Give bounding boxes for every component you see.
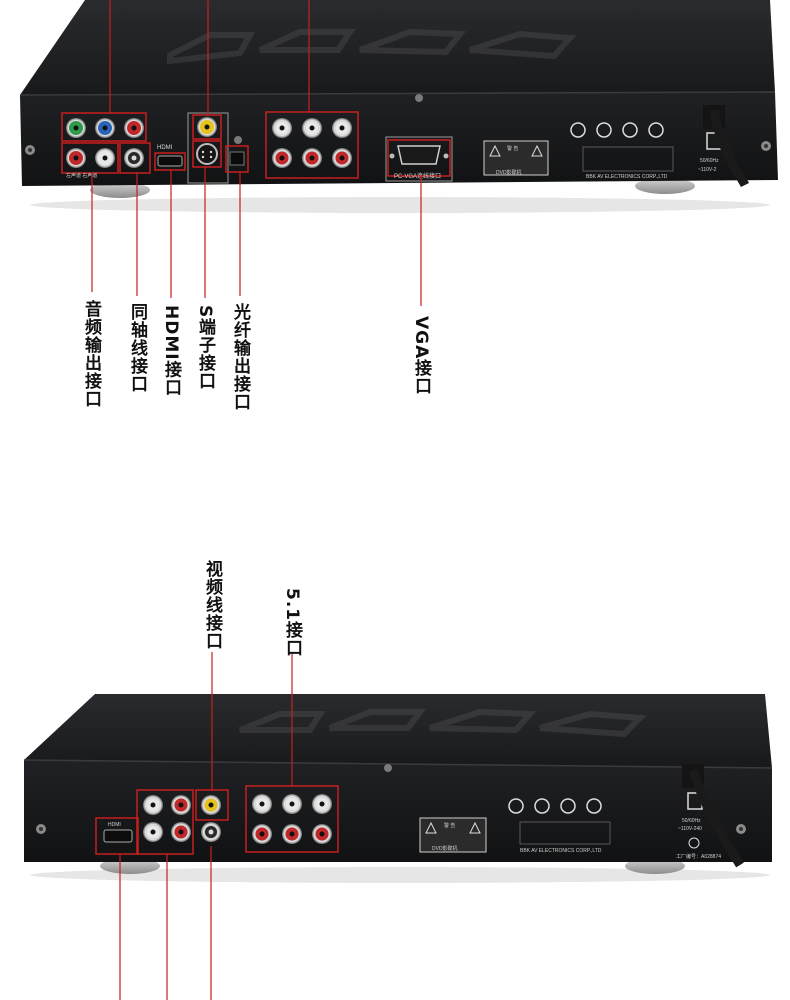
label-optical: 光纤输出接口 xyxy=(230,303,250,411)
label-5-1: 5.1接口 xyxy=(282,588,302,658)
svg-text:HDMI: HDMI xyxy=(157,145,173,151)
svg-text:BBK AV ELECTRONICS CORP.,LTD: BBK AV ELECTRONICS CORP.,LTD xyxy=(586,174,668,180)
svg-text:工厂编号：A028874: 工厂编号：A028874 xyxy=(676,853,721,860)
ccc-icon xyxy=(570,122,586,138)
svg-text:~110V-2: ~110V-2 xyxy=(698,167,717,173)
svg-text:PC-VGA连线接口: PC-VGA连线接口 xyxy=(394,172,441,180)
label-audio-out: 音频输出接口 xyxy=(81,300,101,408)
svg-text:~110V-240: ~110V-240 xyxy=(678,826,702,832)
svg-text:DVD影碟机: DVD影碟机 xyxy=(432,845,458,852)
svg-text:50/60Hz: 50/60Hz xyxy=(682,818,701,824)
svg-text:左声道 右声道: 左声道 右声道 xyxy=(66,172,97,179)
bottom-dvd-player: HDMI 警 告 DVD影碟机 BBK AV ELECTRONICS CORP.… xyxy=(23,694,773,883)
ten-year-icon xyxy=(596,122,612,138)
label-hdmi: HDMI接口 xyxy=(161,305,181,397)
svg-text:警 告: 警 告 xyxy=(507,145,518,152)
svg-text:DVD影碟机: DVD影碟机 xyxy=(496,169,522,176)
label-vga: VGA接口 xyxy=(411,316,431,396)
eco-icon xyxy=(648,122,664,138)
svg-text:警 告: 警 告 xyxy=(444,822,455,829)
callout-lines-top xyxy=(91,0,422,306)
label-video-cable: 视频线接口 xyxy=(202,560,222,650)
svg-text:HDMI: HDMI xyxy=(108,822,121,828)
callout-lines-bottom xyxy=(119,652,293,1000)
svg-text:BBK AV ELECTRONICS CORP.,LTD: BBK AV ELECTRONICS CORP.,LTD xyxy=(520,848,602,854)
svg-text:50/60Hz: 50/60Hz xyxy=(700,158,719,164)
highlight-box xyxy=(61,112,147,142)
safety-icon xyxy=(622,122,638,138)
label-coaxial: 同轴线接口 xyxy=(127,303,147,393)
top-dvd-player: 左声道 右声道 HDMI PC-VGA连线接口 xyxy=(19,0,778,213)
label-s-video: S端子接口 xyxy=(195,305,215,391)
